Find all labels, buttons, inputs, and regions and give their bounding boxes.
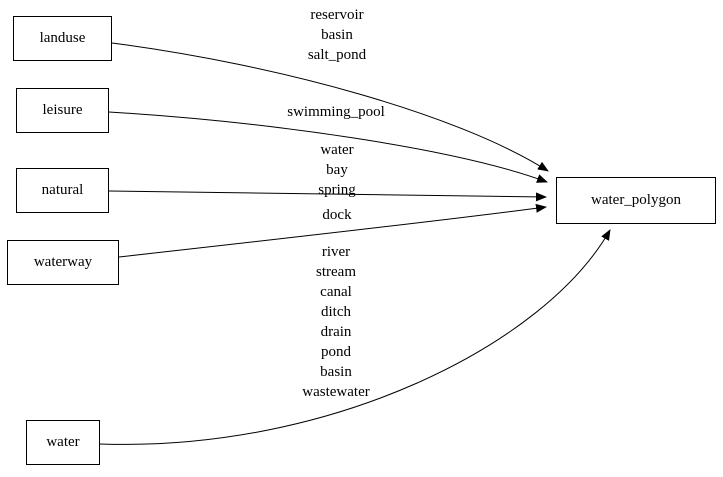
edge-label-waterway-water-polygon: dock — [322, 207, 352, 223]
edge-label-landuse-water-polygon: reservoir basin salt_pond — [307, 7, 367, 63]
node-waterway-label: waterway — [33, 254, 93, 270]
node-leisure-label: leisure — [42, 102, 83, 118]
edge-natural-water_polygon — [108, 190, 547, 202]
node-water-label: water — [46, 434, 80, 450]
edge-waterway-water_polygon — [118, 203, 547, 258]
node-water-polygon-label: water_polygon — [591, 192, 681, 208]
node-waterway: waterway — [7, 240, 119, 285]
node-water: water — [26, 420, 100, 465]
edge-landuse-water_polygon — [111, 42, 549, 172]
edge-label-natural-water-polygon: water bay spring — [318, 142, 356, 198]
node-water-polygon: water_polygon — [556, 177, 716, 224]
node-natural: natural — [16, 168, 109, 213]
edge-label-leisure-water-polygon: swimming_pool — [287, 104, 385, 120]
node-landuse: landuse — [13, 16, 112, 61]
node-landuse-label: landuse — [39, 30, 86, 46]
edge-leisure-water_polygon — [108, 111, 548, 183]
edge-water-water_polygon — [99, 229, 611, 445]
edge-label-water-water-polygon: river stream canal ditch drain pond basi… — [302, 244, 370, 400]
node-natural-label: natural — [41, 182, 84, 198]
node-leisure: leisure — [16, 88, 109, 133]
